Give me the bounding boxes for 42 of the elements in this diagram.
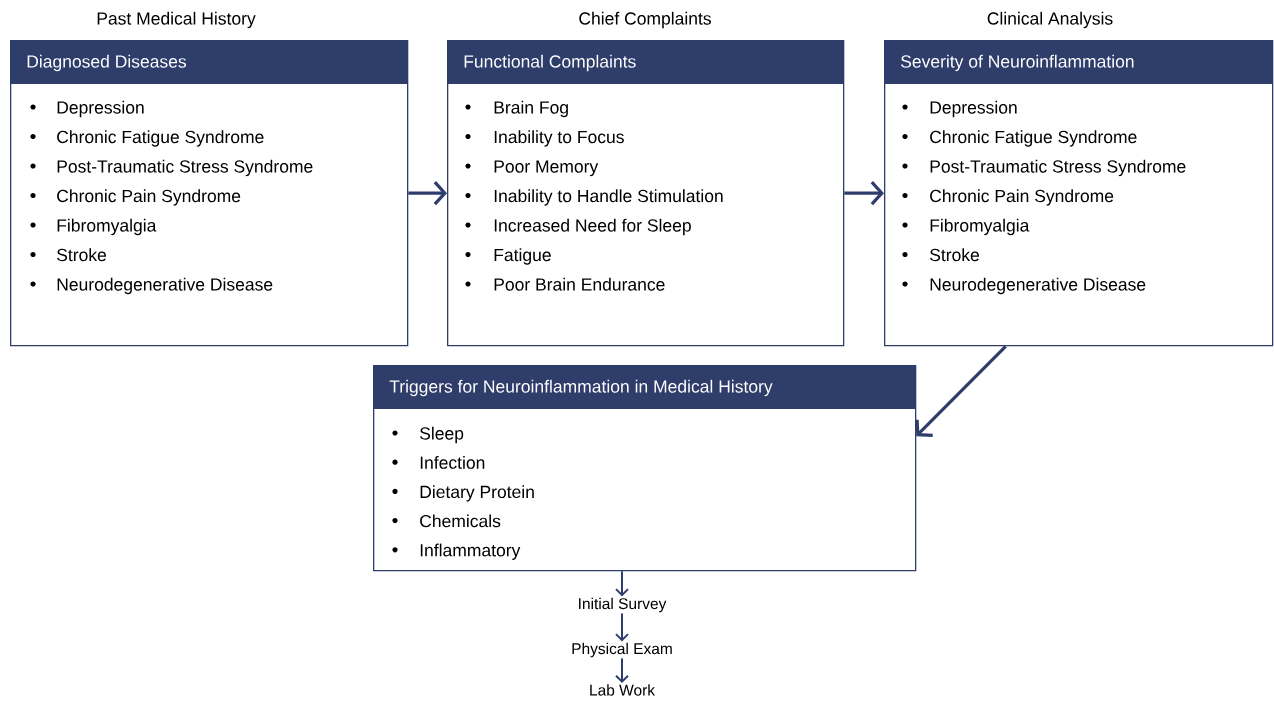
- list-item: Chemicals: [392, 514, 501, 528]
- list-item: Post-Traumatic Stress Syndrome: [30, 159, 313, 177]
- list-item: Increased Need for Sleep: [465, 218, 691, 236]
- step-label: Lab Work: [590, 684, 656, 696]
- list-item: Inability to Handle Stimulation: [465, 189, 723, 206]
- list-item: Infection: [392, 456, 485, 469]
- list-item: Fatigue: [465, 248, 551, 265]
- step-label: Initial Survey: [579, 597, 667, 613]
- list-item: Dietary Protein: [392, 485, 534, 502]
- arrow: [615, 657, 629, 684]
- column-heading: Clinical Analysis: [987, 11, 1113, 29]
- list-item: Fibromyalgia: [30, 218, 157, 236]
- list-item: Chronic Fatigue Syndrome: [30, 130, 264, 147]
- list-item: Neurodegenerative Disease: [30, 277, 273, 295]
- arrow: [844, 181, 884, 206]
- arrow: [615, 570, 629, 597]
- list-item: Poor Brain Endurance: [465, 277, 665, 291]
- box-header: Diagnosed Diseases: [10, 40, 407, 84]
- box-header: Severity of Neuroinflammation: [884, 40, 1272, 84]
- list-item: Neurodegenerative Disease: [902, 277, 1146, 295]
- arrow: [615, 612, 629, 642]
- column-heading: Past Medical History: [97, 11, 256, 29]
- step-label: Physical Exam: [572, 642, 672, 658]
- box-header: Triggers for Neuroinflammation in Medical History: [373, 365, 915, 409]
- arrow: [408, 181, 447, 206]
- list-item: Stroke: [30, 248, 106, 262]
- box-header: Functional Complaints: [447, 40, 843, 84]
- list-item: Sleep: [392, 426, 464, 444]
- list-item: Chronic Fatigue Syndrome: [902, 130, 1137, 147]
- list-item: Chronic Pain Syndrome: [902, 189, 1114, 206]
- list-item: Post-Traumatic Stress Syndrome: [902, 159, 1186, 177]
- list-item: Depression: [30, 100, 144, 118]
- list-item: Inability to Focus: [465, 130, 624, 147]
- list-item: Fibromyalgia: [902, 218, 1030, 236]
- arrow: [915, 345, 1007, 437]
- list-item: Brain Fog: [465, 100, 568, 118]
- column-heading: Chief Complaints: [579, 11, 711, 29]
- list-item: Depression: [902, 100, 1017, 118]
- list-item: Inflammatory: [392, 543, 521, 560]
- list-item: Stroke: [902, 248, 979, 262]
- list-item: Chronic Pain Syndrome: [30, 189, 241, 206]
- list-item: Poor Memory: [465, 160, 599, 177]
